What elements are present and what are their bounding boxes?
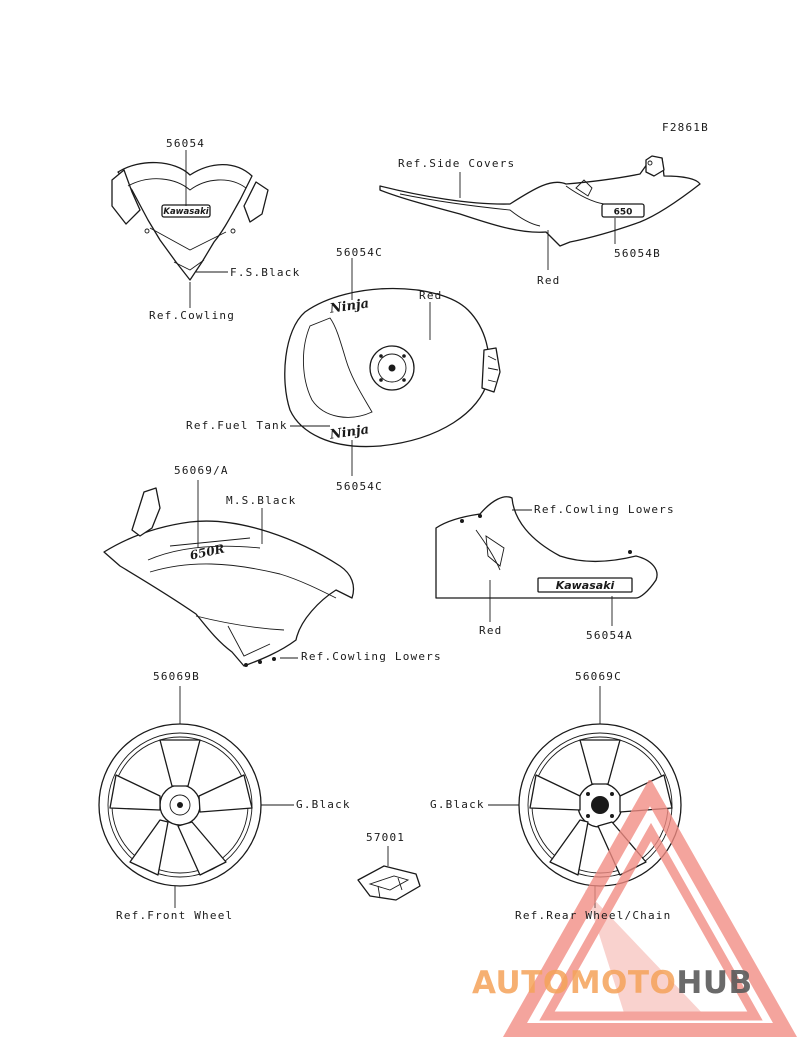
front-wheel	[98, 686, 294, 908]
clip-part	[357, 846, 421, 901]
tail-model-decal: 650	[614, 208, 633, 218]
part-number-56069B: 56069B	[153, 670, 200, 683]
part-number-56054A: 56054A	[586, 629, 633, 642]
label-g-black-front: G.Black	[296, 798, 351, 811]
cowling-lower: Kawasaki	[435, 496, 658, 626]
watermark-logo	[502, 780, 798, 1037]
part-number-56054C-top: 56054C	[336, 246, 383, 259]
label-ref-side-covers: Ref.Side Covers	[398, 157, 516, 170]
label-ms-black: M.S.Black	[226, 494, 297, 507]
label-ref-cowling-lowers-left: Ref.Cowling Lowers	[301, 650, 442, 663]
ninja-top-decal: Ninja	[328, 296, 370, 316]
label-ref-cowling-lowers-right: Ref.Cowling Lowers	[534, 503, 675, 516]
label-red-tank: Red	[419, 289, 443, 302]
label-ref-front-wheel: Ref.Front Wheel	[116, 909, 234, 922]
part-number-56069A: 56069/A	[174, 464, 229, 477]
part-number-57001: 57001	[366, 831, 406, 844]
figure-id: F2861B	[662, 121, 709, 134]
part-number-56054B: 56054B	[614, 247, 661, 260]
ninja-bottom-decal: Ninja	[328, 422, 370, 442]
watermark-text-part1: AUTOMOTO	[472, 965, 677, 1001]
label-g-black-rear: G.Black	[430, 798, 485, 811]
side-cowling: 650R	[103, 480, 355, 667]
part-number-56054: 56054	[166, 137, 206, 150]
label-ref-rear-wheel: Ref.Rear Wheel/Chain	[515, 909, 672, 922]
part-number-56054C-bottom: 56054C	[336, 480, 383, 493]
kawasaki-lower-decal: Kawasaki	[556, 579, 615, 592]
label-ref-cowling: Ref.Cowling	[149, 309, 236, 322]
tail-cowl: 650	[379, 155, 701, 270]
watermark-text: AUTOMOTOHUB	[472, 965, 753, 1001]
front-cowling: Kawasaki	[111, 150, 269, 308]
watermark-text-part2: HUB	[676, 965, 753, 1001]
label-red-lower: Red	[479, 624, 503, 637]
fuel-tank: Ninja Ninja	[284, 258, 501, 476]
label-fs-black: F.S.Black	[230, 266, 301, 279]
front-wheel-spokes	[109, 739, 253, 876]
kawasaki-front-decal: Kawasaki	[163, 207, 209, 217]
label-red-tail: Red	[537, 274, 561, 287]
label-ref-fuel-tank: Ref.Fuel Tank	[186, 419, 288, 432]
part-number-56069C: 56069C	[575, 670, 622, 683]
